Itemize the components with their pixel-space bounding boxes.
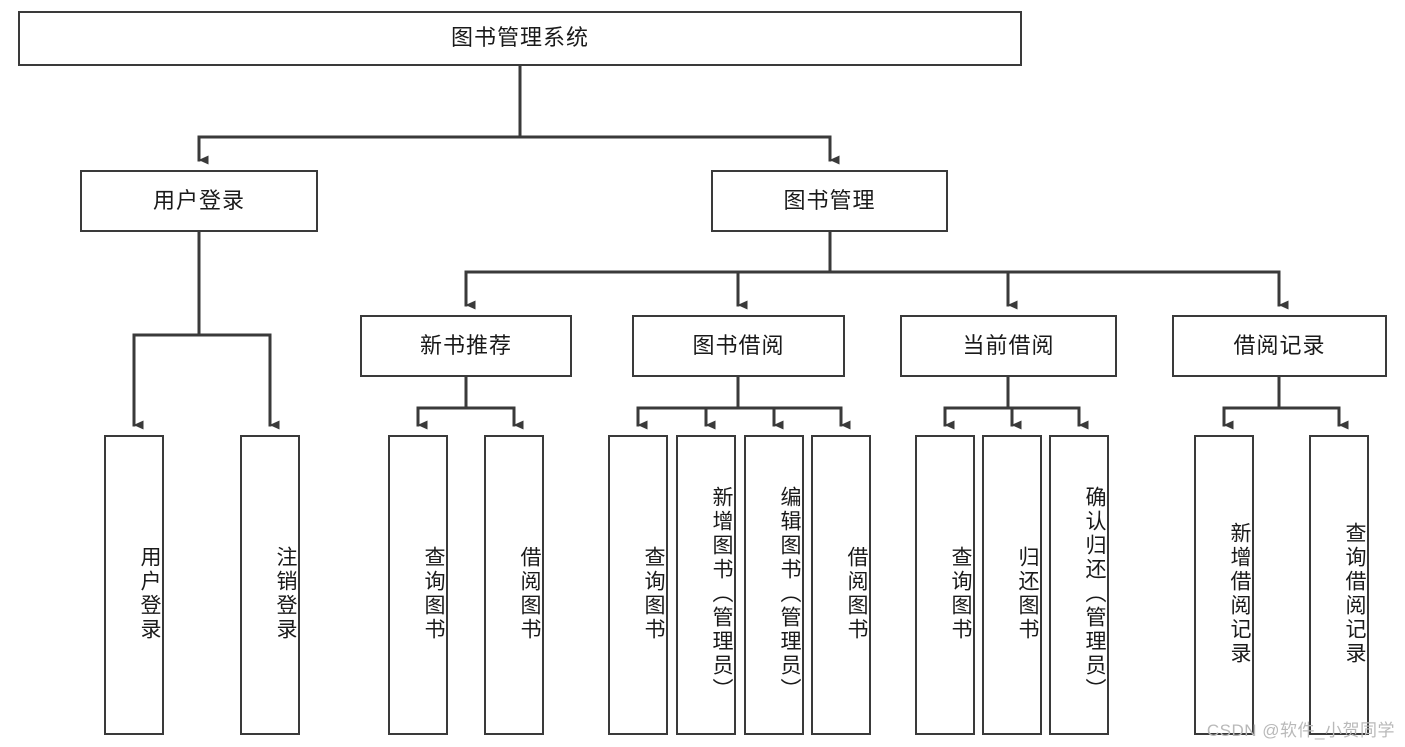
node-root[interactable]: 图书管理系统 xyxy=(18,11,1022,66)
leaf-current-borrow-return[interactable]: 归还图书 xyxy=(982,435,1042,735)
leaf-book-borrow-query[interactable]: 查询图书 xyxy=(608,435,668,735)
leaf-book-borrow-borrow-label: 借阅图书 xyxy=(845,546,868,642)
node-current-borrow-label: 当前借阅 xyxy=(962,332,1055,358)
leaf-user-login-logout[interactable]: 注销登录 xyxy=(240,435,300,735)
node-new-book-recommend[interactable]: 新书推荐 xyxy=(360,315,572,377)
leaf-borrow-record-query[interactable]: 查询借阅记录 xyxy=(1309,435,1369,735)
leaf-current-borrow-confirm[interactable]: 确认归还（管理员） xyxy=(1049,435,1109,735)
leaf-borrow-record-query-label: 查询借阅记录 xyxy=(1343,522,1366,666)
node-book-borrow[interactable]: 图书借阅 xyxy=(632,315,845,377)
leaf-user-login-logout-label: 注销登录 xyxy=(274,546,297,642)
leaf-current-borrow-return-label: 归还图书 xyxy=(1016,546,1039,642)
leaf-current-borrow-query-label: 查询图书 xyxy=(949,546,972,642)
leaf-book-borrow-borrow[interactable]: 借阅图书 xyxy=(811,435,871,735)
leaf-new-book-query[interactable]: 查询图书 xyxy=(388,435,448,735)
leaf-current-borrow-query[interactable]: 查询图书 xyxy=(915,435,975,735)
leaf-borrow-record-add[interactable]: 新增借阅记录 xyxy=(1194,435,1254,735)
leaf-book-borrow-edit-label: 编辑图书（管理员） xyxy=(778,486,801,702)
node-book-manage-label: 图书管理 xyxy=(783,187,876,213)
node-borrow-record[interactable]: 借阅记录 xyxy=(1172,315,1387,377)
leaf-book-borrow-query-label: 查询图书 xyxy=(642,546,665,642)
leaf-new-book-query-label: 查询图书 xyxy=(422,546,445,642)
leaf-book-borrow-edit[interactable]: 编辑图书（管理员） xyxy=(744,435,804,735)
leaf-user-login-login-label: 用户登录 xyxy=(138,546,161,642)
node-book-manage[interactable]: 图书管理 xyxy=(711,170,948,232)
node-user-login-label: 用户登录 xyxy=(152,187,245,213)
leaf-book-borrow-add-label: 新增图书（管理员） xyxy=(710,486,733,702)
leaf-borrow-record-add-label: 新增借阅记录 xyxy=(1228,522,1251,666)
watermark: CSDN @软件_小贺同学 xyxy=(1206,721,1395,740)
leaf-new-book-borrow-label: 借阅图书 xyxy=(518,546,541,642)
node-new-book-recommend-label: 新书推荐 xyxy=(419,332,512,358)
node-root-label: 图书管理系统 xyxy=(450,25,589,51)
leaf-user-login-login[interactable]: 用户登录 xyxy=(104,435,164,735)
leaf-new-book-borrow[interactable]: 借阅图书 xyxy=(484,435,544,735)
node-book-borrow-label: 图书借阅 xyxy=(692,332,785,358)
leaf-book-borrow-add[interactable]: 新增图书（管理员） xyxy=(676,435,736,735)
node-borrow-record-label: 借阅记录 xyxy=(1233,332,1326,358)
node-current-borrow[interactable]: 当前借阅 xyxy=(900,315,1117,377)
leaf-current-borrow-confirm-label: 确认归还（管理员） xyxy=(1083,486,1106,702)
node-user-login[interactable]: 用户登录 xyxy=(80,170,318,232)
